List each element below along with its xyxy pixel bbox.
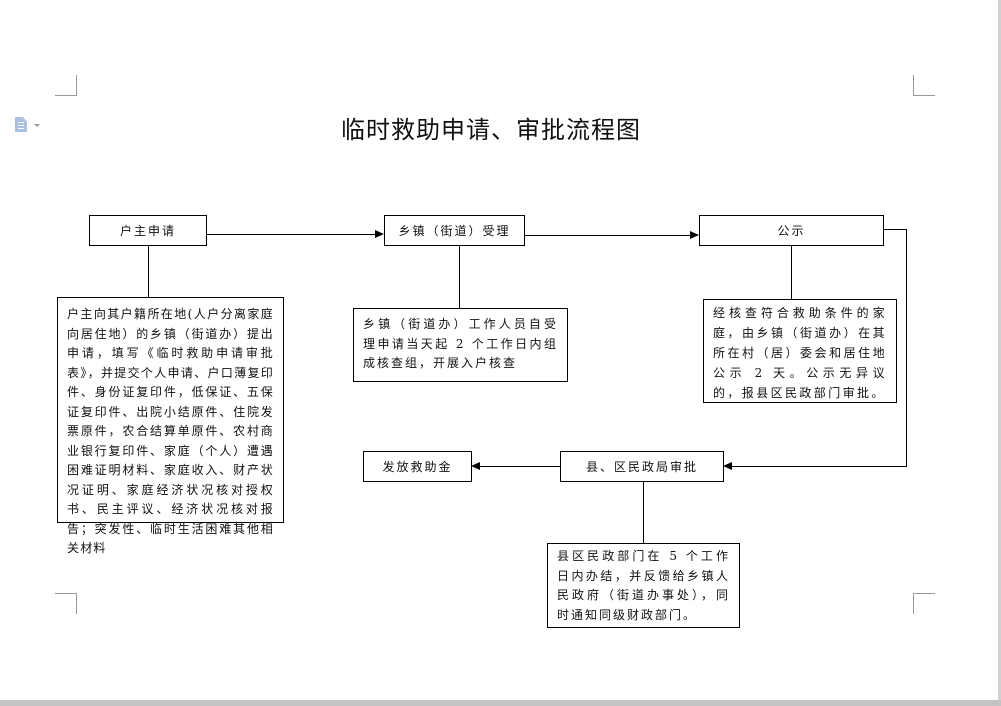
arrow-left-icon (723, 462, 732, 470)
arrow-right-icon (375, 230, 384, 238)
connector (906, 229, 907, 466)
step-household-application: 户主申请 (89, 215, 207, 246)
note-verification: 乡镇（街道办）工作人员自受理申请当天起 2 个工作日内组成核查组，开展入户核查 (353, 308, 568, 382)
connector (791, 245, 792, 299)
connector (732, 466, 907, 467)
step-issue-aid: 发放救助金 (363, 451, 472, 482)
step-county-approval: 县、区民政局审批 (560, 451, 724, 482)
step-township-acceptance: 乡镇（街道）受理 (384, 215, 525, 246)
connector (524, 235, 690, 236)
note-application-materials: 户主向其户籍所在地(人户分离家庭向居住地）的乡镇（街道办）提出申请，填写《临时救… (57, 297, 284, 555)
chevron-down-icon[interactable] (34, 124, 40, 127)
page-bottom-edge (0, 700, 1001, 706)
page-title: 临时救助申请、审批流程图 (341, 116, 641, 144)
connector (148, 245, 149, 297)
note-county-processing: 县区民政部门在 5 个工作日内办结，并反馈给乡镇人民政府（街道办事处），同时通知… (547, 543, 740, 628)
arrow-right-icon (690, 231, 699, 239)
corner-mark-top-right (913, 75, 935, 96)
connector (643, 481, 644, 543)
note-publicity: 经核查符合救助条件的家庭，由乡镇（街道办）在其所在村（居）委会和居住地公示 2 … (703, 299, 897, 403)
step-publicity: 公示 (699, 215, 884, 246)
corner-mark-top-left (55, 75, 77, 96)
page-right-edge (998, 0, 1001, 700)
connector (883, 229, 906, 230)
corner-mark-bottom-right (913, 593, 935, 614)
connector (207, 234, 375, 235)
arrow-left-icon (471, 462, 480, 470)
connector (459, 245, 460, 308)
document-icon[interactable] (15, 117, 27, 132)
corner-mark-bottom-left (55, 593, 77, 614)
connector (480, 466, 560, 467)
